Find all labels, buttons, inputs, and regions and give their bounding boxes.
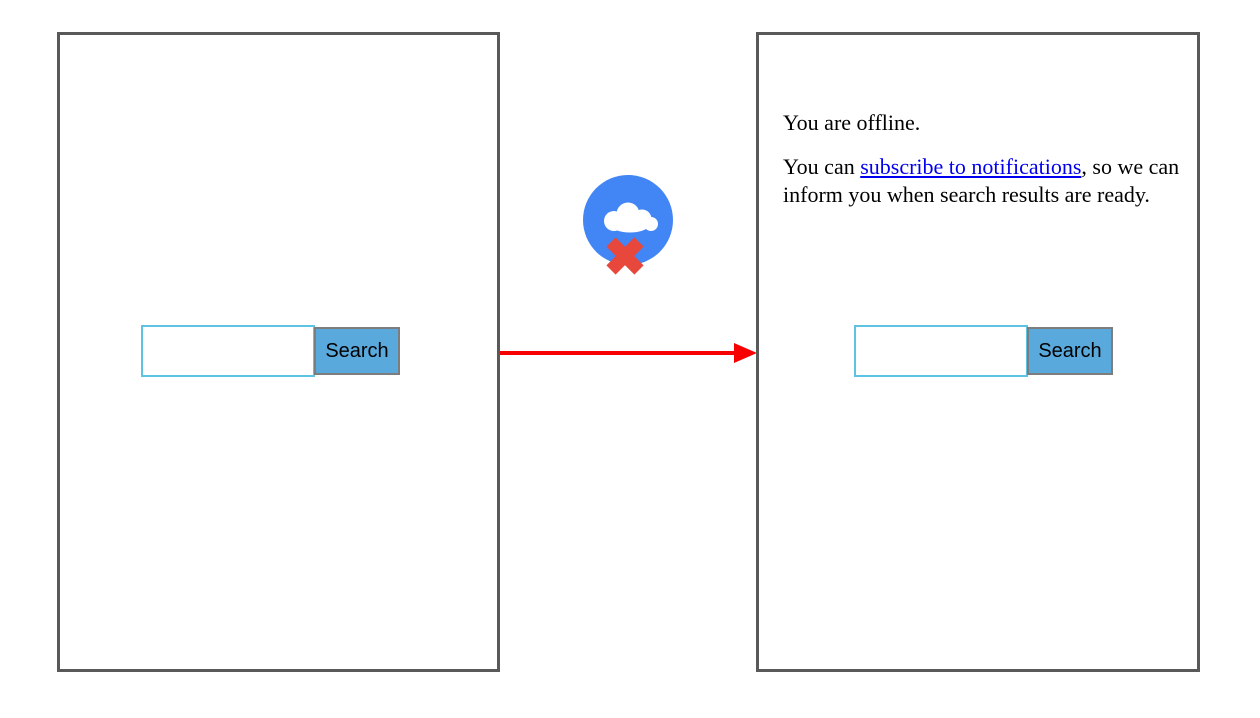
notification-text: You can subscribe to notifications, so w… [783, 153, 1193, 209]
notification-text-after-link: , so we can inform you when search resul… [783, 154, 1180, 207]
notification-text-before-link: You can [783, 154, 861, 179]
error-cross-icon [606, 237, 644, 275]
left-search-form: Search [141, 325, 400, 377]
right-search-form: Search [854, 325, 1113, 377]
search-button[interactable]: Search [1027, 327, 1113, 375]
search-button[interactable]: Search [314, 327, 400, 375]
offline-cloud-badge [583, 175, 673, 281]
offline-message-block: You are offline. You can subscribe to no… [783, 109, 1193, 209]
cloud-icon [604, 202, 658, 233]
search-input[interactable] [854, 325, 1028, 377]
left-app-frame: Search [57, 32, 500, 672]
right-app-frame: You are offline. You can subscribe to no… [756, 32, 1200, 672]
search-input[interactable] [141, 325, 315, 377]
subscribe-link[interactable]: subscribe to notifications [860, 154, 1082, 179]
offline-status-text: You are offline. [783, 110, 921, 135]
red-arrow-right-icon [500, 343, 757, 363]
